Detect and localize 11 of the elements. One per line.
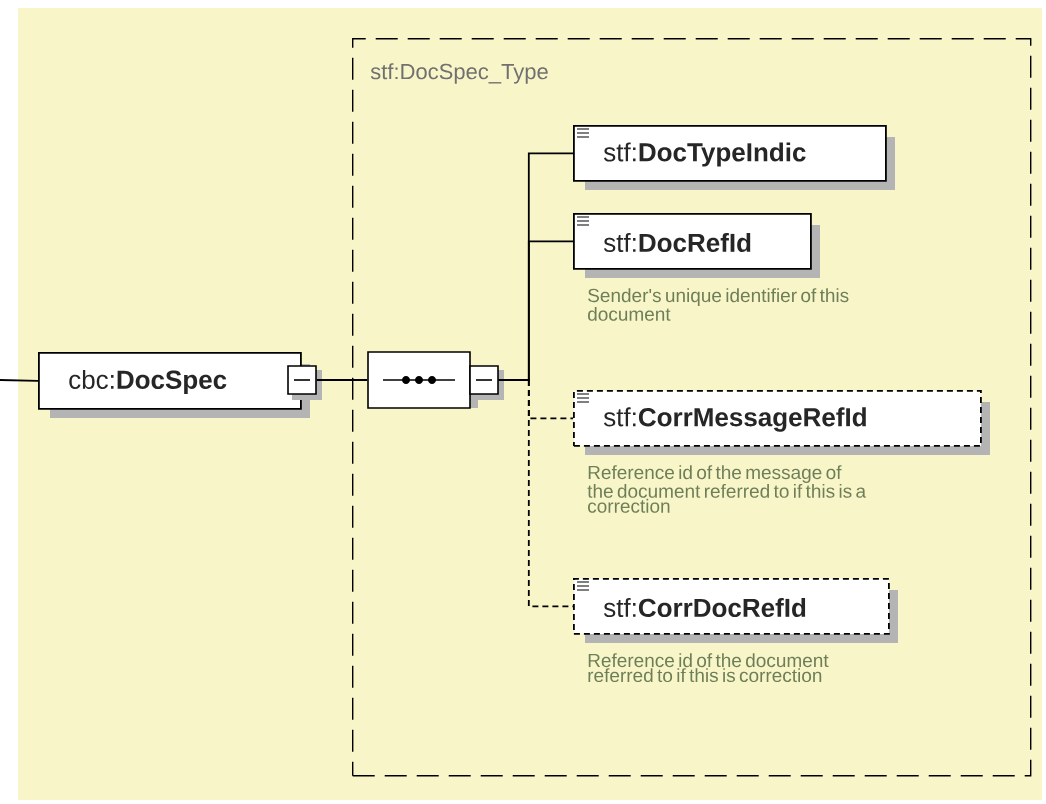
- description-text: Reference id of the document referred to if this is correction: [588, 653, 829, 683]
- element-box: stf:DocTypeIndic: [573, 125, 895, 190]
- element-box: stf:CorrMessageRefId: [573, 390, 990, 455]
- sequence-compositor: [367, 351, 478, 409]
- element-box: cbc:DocSpec: [38, 352, 310, 418]
- description-text: Sender's unique identifier of this document: [588, 288, 849, 321]
- connector-line: [0, 379, 39, 382]
- description-text: Reference id of the message of the document referred to if this is a correction: [587, 465, 867, 513]
- element-box: stf:CorrDocRefId: [573, 578, 898, 643]
- connector-line: [315, 379, 369, 381]
- element-box: stf:DocRefId: [573, 213, 820, 278]
